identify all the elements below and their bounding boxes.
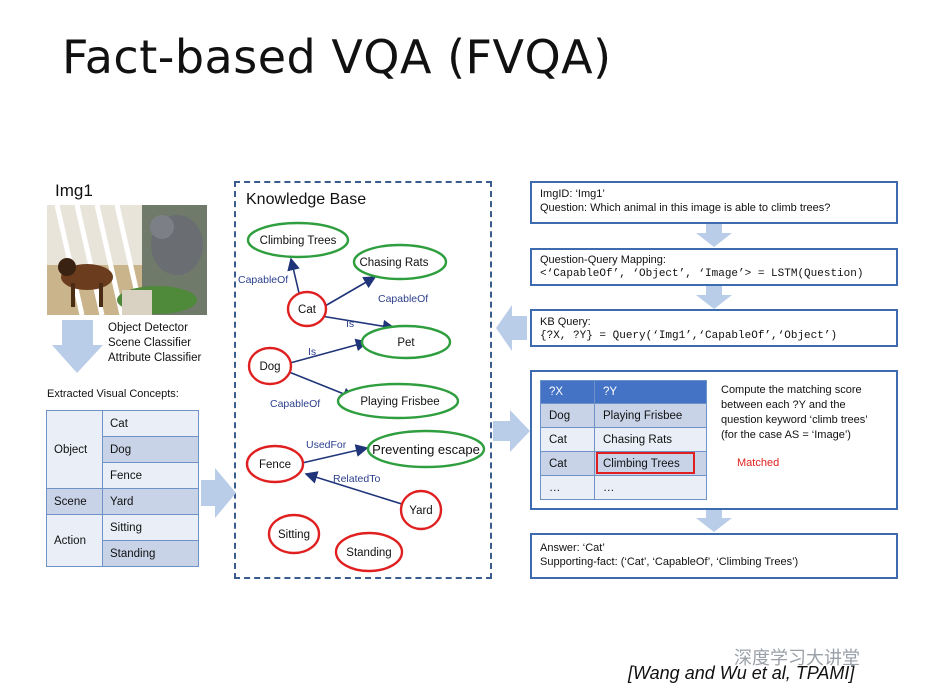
concept-item: Yard — [102, 488, 199, 515]
edge-line — [324, 276, 377, 307]
score-cell: … — [540, 475, 595, 500]
left-block-arrow — [496, 305, 527, 351]
down-arrow-3 — [696, 510, 732, 532]
compute-line: between each ?Y and the — [721, 399, 846, 411]
score-cell: Dog — [540, 403, 595, 428]
concept-item: Fence — [102, 462, 199, 489]
concept-category: Scene — [46, 488, 103, 515]
matched-label: Matched — [737, 457, 780, 469]
kb-node-climbing-trees — [246, 221, 350, 259]
kb-node-label: Standing — [346, 547, 391, 559]
kb-node-playing-frisbee — [336, 382, 460, 420]
mapping-title: Question-Query Mapping: — [540, 254, 666, 266]
detector-attribute: Attribute Classifier — [108, 352, 202, 364]
knowledge-base-box — [234, 181, 492, 579]
kb-node-label: Playing Frisbee — [360, 396, 439, 408]
answer-text: Answer: ‘Cat’ — [540, 542, 605, 554]
page-title: Fact-based VQA (FVQA) — [62, 30, 612, 84]
kb-node-standing — [334, 531, 404, 573]
compute-line: Compute the matching score — [721, 384, 862, 396]
concept-category: Action — [46, 514, 103, 567]
kb-node-label: Dog — [259, 361, 280, 373]
compute-line: (for the case AS = ‘Image’) — [721, 429, 851, 441]
concept-item: Dog — [102, 436, 199, 463]
kb-node-cat — [286, 290, 328, 328]
concept-item: Standing — [102, 540, 199, 567]
kb-node-label: Yard — [409, 505, 432, 517]
kb-node-label: Chasing Rats — [359, 257, 428, 269]
score-cell: Chasing Rats — [594, 427, 707, 452]
score-cell: Climbing Trees — [594, 451, 707, 476]
edge-label: Is — [308, 346, 316, 358]
edge-line — [320, 315, 396, 333]
score-cell: Playing Frisbee — [594, 403, 707, 428]
edge-label: CapableOf — [238, 274, 288, 286]
down-arrow-2 — [696, 286, 732, 309]
watermark: 深度学习大讲堂 — [734, 648, 860, 668]
score-table: ?X ?Y Dog Playing Frisbee Cat Chasing Ra… — [540, 380, 707, 500]
question-box: ImgID: ‘Img1’ Question: Which animal in … — [530, 181, 898, 224]
kb-node-label: Fence — [259, 459, 291, 471]
down-block-arrow — [52, 320, 103, 373]
score-header-x: ?X — [540, 380, 595, 404]
kb-query-formula: {?X, ?Y} = Query(‘Img1’,‘CapableOf’,‘Obj… — [540, 330, 838, 342]
kb-node-preventing-escape — [366, 429, 486, 469]
score-cell: Cat — [540, 451, 595, 476]
kb-node-label: Pet — [397, 337, 415, 349]
edge-line — [304, 471, 406, 506]
kb-node-label: Preventing escape — [372, 442, 480, 457]
edge-label: CapableOf — [270, 398, 320, 410]
concepts-table: Object Cat Dog Fence Scene Yard Action S… — [46, 410, 199, 567]
detector-scene: Scene Classifier — [108, 337, 192, 349]
edge-label: RelatedTo — [333, 473, 380, 485]
extracted-concepts-label: Extracted Visual Concepts: — [47, 388, 179, 400]
mapping-box: Question-Query Mapping: <‘CapableOf’, ‘O… — [530, 248, 898, 286]
right-block-arrow-2 — [493, 410, 530, 452]
edge-label: Is — [346, 318, 354, 330]
kb-node-sitting — [267, 513, 321, 555]
answer-box: Answer: ‘Cat’ Supporting-fact: (‘Cat’, ‘… — [530, 533, 898, 579]
edge-line — [287, 257, 300, 294]
score-cell: Cat — [540, 427, 595, 452]
kb-query-box: KB Query: {?X, ?Y} = Query(‘Img1’,‘Capab… — [530, 309, 898, 347]
question-text: Question: Which animal in this image is … — [540, 202, 831, 214]
kb-query-title: KB Query: — [540, 316, 591, 328]
kb-node-label: Cat — [298, 304, 317, 316]
kb-node-chasing-rats — [352, 243, 448, 281]
image-label: Img1 — [55, 181, 93, 200]
detector-object: Object Detector — [108, 322, 188, 334]
compute-line: question keyword ‘climb trees’ — [721, 414, 868, 426]
edge-label: CapableOf — [378, 293, 428, 305]
score-header-y: ?Y — [594, 380, 707, 404]
down-arrow-1 — [696, 224, 732, 247]
knowledge-base-title: Knowledge Base — [246, 191, 367, 208]
compute-description: Compute the matching score between each … — [721, 383, 881, 443]
kb-node-dog — [247, 346, 293, 386]
right-block-arrow — [201, 468, 236, 518]
kb-node-yard — [399, 489, 443, 531]
mapping-formula: <‘CapableOf’, ‘Object’, ‘Image’> = LSTM(… — [540, 268, 864, 280]
input-photo — [47, 205, 207, 315]
kb-node-pet — [360, 324, 452, 360]
edge-label: UsedFor — [306, 439, 347, 451]
concept-item: Cat — [102, 410, 199, 437]
kb-node-fence — [245, 444, 305, 484]
supporting-fact-text: Supporting-fact: (‘Cat’, ‘CapableOf’, ‘C… — [540, 556, 799, 568]
detector-list: Object Detector Scene Classifier Attribu… — [108, 321, 201, 366]
edge-line — [289, 338, 369, 364]
concept-category: Object — [46, 410, 103, 489]
question-imgid: ImgID: ‘Img1’ — [540, 188, 605, 200]
matched-highlight — [596, 452, 695, 474]
edge-line — [301, 444, 369, 464]
kb-node-label: Sitting — [278, 529, 310, 541]
kb-node-label: Climbing Trees — [260, 235, 337, 247]
citation: [Wang and Wu et al, TPAMI] — [628, 663, 855, 683]
score-cell: … — [594, 475, 707, 500]
